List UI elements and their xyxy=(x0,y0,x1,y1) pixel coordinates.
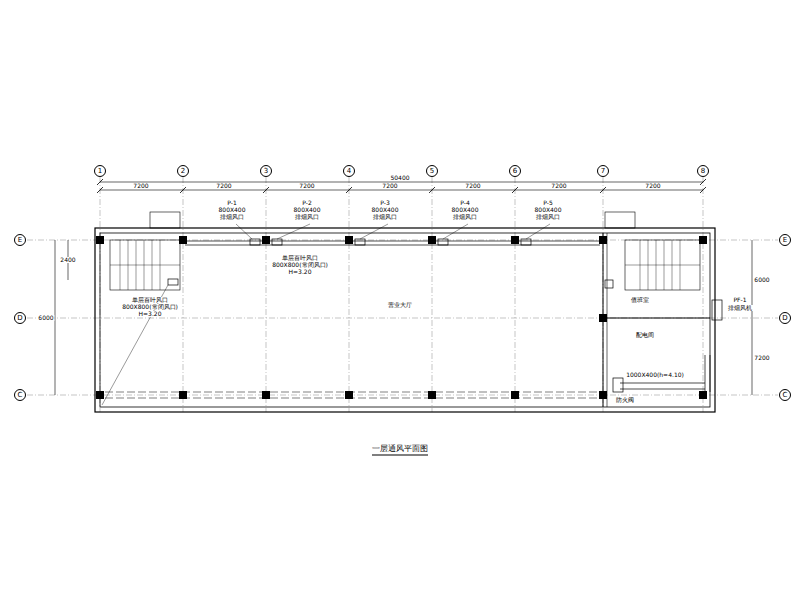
duct-size: 800X800(常闭风口) xyxy=(271,262,329,268)
note: 单层百叶风口 xyxy=(131,297,169,303)
callout-number: P-2 xyxy=(301,200,312,206)
note: H=3.20 xyxy=(138,311,163,317)
duct-size: 800X400 xyxy=(217,207,246,213)
equipment-tag: PF-1 xyxy=(732,297,747,303)
axis-number: 6 xyxy=(513,168,517,175)
duct-size: 800X800(常闭风口) xyxy=(121,304,179,310)
axis-bubble: 1 xyxy=(94,165,106,177)
dimension: 7200 xyxy=(381,183,398,189)
dimension: 7200 xyxy=(550,183,567,189)
callout-number: P-5 xyxy=(542,200,553,206)
dimension: 50400 xyxy=(389,175,410,181)
drawing-title: 一层通风平面图 xyxy=(372,445,428,456)
axis-bubble: 2 xyxy=(177,165,189,177)
duct-size: 800X400 xyxy=(450,207,479,213)
note: 防火阀 xyxy=(615,397,635,403)
axis-bubble: 6 xyxy=(509,165,521,177)
axis-bubble: D xyxy=(779,312,791,324)
axis-number: 7 xyxy=(601,168,605,175)
duct-size: 1000X400(h=4.10) xyxy=(625,372,685,378)
room-name: 配电间 xyxy=(635,332,655,338)
room-name: 值班室 xyxy=(630,297,650,303)
duct-size: 800X400 xyxy=(533,207,562,213)
axis-bubble: 8 xyxy=(697,165,709,177)
axis-number: D xyxy=(782,315,787,322)
axis-number: 1 xyxy=(98,168,102,175)
axis-number: 4 xyxy=(347,168,351,175)
note: 排烟风口 xyxy=(219,214,245,220)
note: 排烟风口 xyxy=(535,214,561,220)
axis-bubble: 3 xyxy=(260,165,272,177)
dimension: 7200 xyxy=(132,183,149,189)
axis-number: 5 xyxy=(430,168,434,175)
note: H=3.20 xyxy=(288,269,313,275)
axis-number: 2 xyxy=(181,168,185,175)
note: 排烟风机 xyxy=(727,305,753,311)
axis-number: E xyxy=(18,237,22,244)
axis-bubble: C xyxy=(14,389,26,401)
dimension: 7200 xyxy=(753,355,770,361)
axis-bubble: C xyxy=(779,389,791,401)
dimension: 7200 xyxy=(464,183,481,189)
axis-bubble: E xyxy=(14,234,26,246)
axis-number: E xyxy=(783,237,787,244)
dimension: 6000 xyxy=(753,277,770,283)
callout-number: P-4 xyxy=(459,200,470,206)
dimension: 7200 xyxy=(215,183,232,189)
axis-number: 8 xyxy=(701,168,705,175)
axis-bubble: E xyxy=(779,234,791,246)
dimension: 7200 xyxy=(298,183,315,189)
room-name: 营业大厅 xyxy=(387,302,413,308)
axis-number: C xyxy=(18,392,23,399)
axis-bubble: 4 xyxy=(343,165,355,177)
axis-number: D xyxy=(17,315,22,322)
dimension: 6000 xyxy=(37,315,54,321)
callout-number: P-3 xyxy=(379,200,390,206)
axis-number: 3 xyxy=(264,168,268,175)
note: 单层百叶风口 xyxy=(281,255,319,261)
note: 排烟风口 xyxy=(294,214,320,220)
duct-size: 800X400 xyxy=(292,207,321,213)
note: 排烟风口 xyxy=(452,214,478,220)
axis-bubble: 5 xyxy=(426,165,438,177)
axis-bubble: 7 xyxy=(597,165,609,177)
axis-bubble: D xyxy=(14,312,26,324)
dimension: 2400 xyxy=(59,257,76,263)
duct-size: 800X400 xyxy=(370,207,399,213)
callout-number: P-1 xyxy=(226,200,237,206)
dimension: 7200 xyxy=(644,183,661,189)
axis-number: C xyxy=(783,392,788,399)
note: 排烟风口 xyxy=(372,214,398,220)
